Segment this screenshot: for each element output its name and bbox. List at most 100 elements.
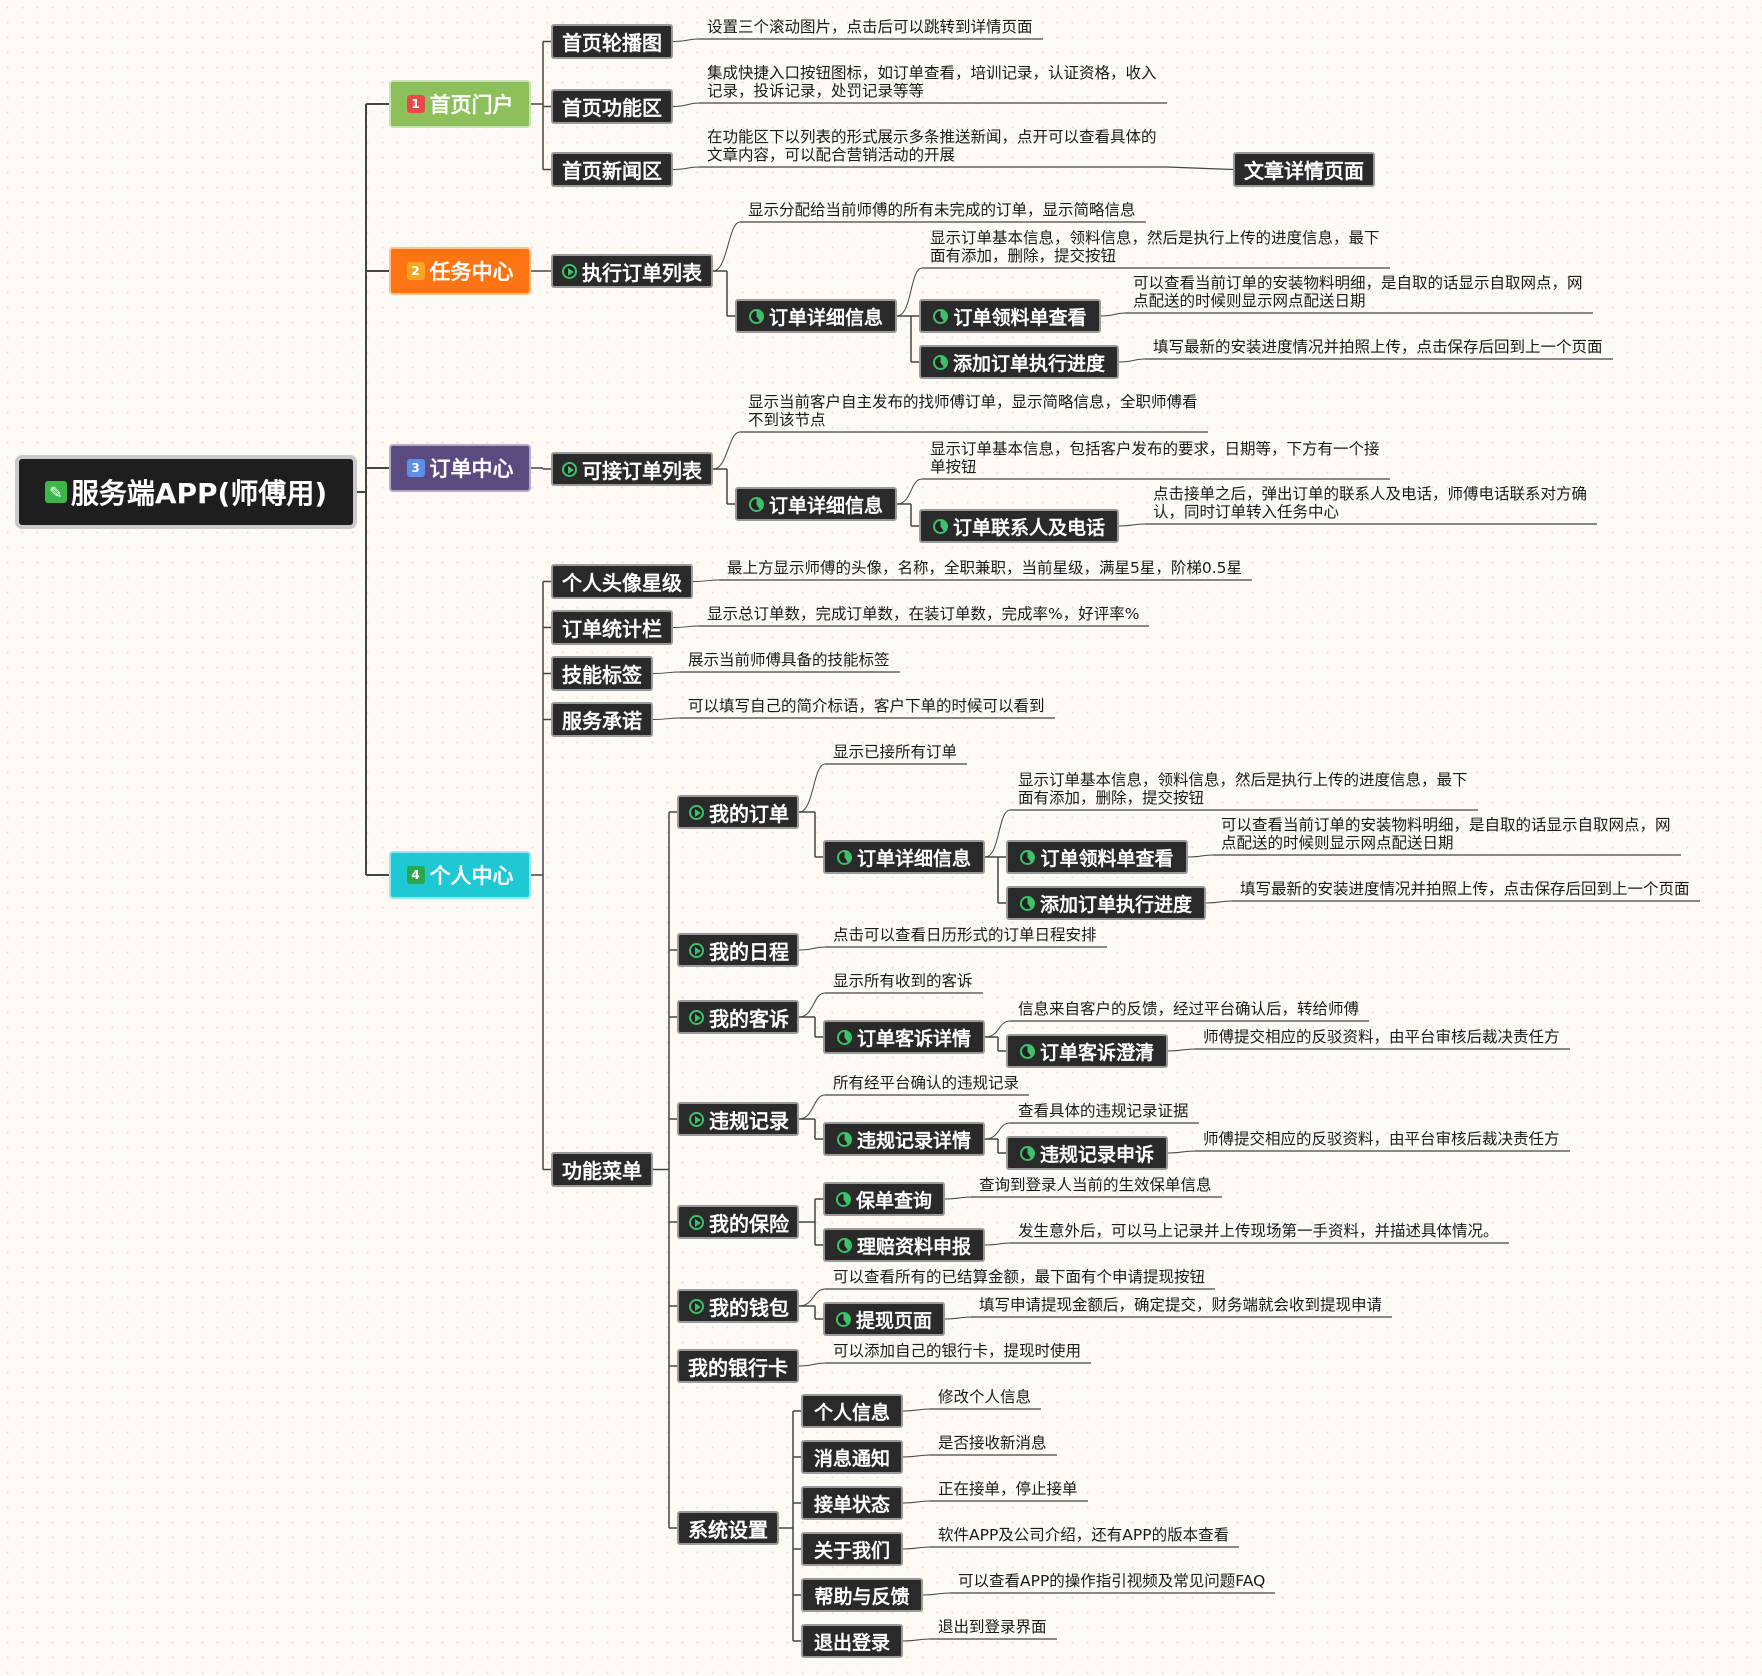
note-promise: 可以填写自己的简介标语，客户下单的时候可以看到	[688, 697, 1045, 715]
node-label: 订单领料单查看	[1040, 847, 1174, 870]
progress-pie-icon	[1019, 1043, 1035, 1059]
node-task-detail[interactable]: 订单详细信息	[735, 299, 897, 333]
note-news: 在功能区下以列表的形式展示多条推送新闻，点开可以查看具体的 文章内容，可以配合营…	[707, 128, 1157, 164]
node-complaints[interactable]: 我的客诉	[677, 1000, 799, 1034]
node-task-progress[interactable]: 添加订单执行进度	[919, 345, 1119, 379]
node-label: 订单客诉详情	[856, 1027, 971, 1050]
node-label: 添加订单执行进度	[952, 352, 1105, 375]
branch-label: 个人中心	[429, 864, 514, 888]
node-label: 添加订单执行进度	[1039, 893, 1192, 916]
node-label: 订单详细信息	[856, 847, 971, 870]
node-skills[interactable]: 技能标签	[551, 656, 653, 691]
node-function-menu[interactable]: 功能菜单	[551, 1152, 653, 1187]
node-label: 功能菜单	[562, 1159, 642, 1183]
node-mo-detail[interactable]: 订单详细信息	[823, 840, 985, 874]
node-claim[interactable]: 理赔资料申报	[823, 1228, 985, 1262]
node-carousel[interactable]: 首页轮播图	[551, 24, 673, 59]
node-complaint-clarify[interactable]: 订单客诉澄清	[1006, 1034, 1168, 1068]
play-icon	[689, 1111, 704, 1127]
node-avatar[interactable]: 个人头像星级	[551, 564, 693, 599]
node-functions[interactable]: 首页功能区	[551, 89, 673, 124]
node-s-help[interactable]: 帮助与反馈	[801, 1578, 923, 1612]
node-promise[interactable]: 服务承诺	[551, 702, 653, 737]
node-label: 帮助与反馈	[814, 1585, 910, 1608]
note-schedule: 点击可以查看日历形式的订单日程安排	[833, 926, 1097, 944]
note-s-help: 可以查看APP的操作指引视频及常见问题FAQ	[958, 1572, 1266, 1590]
node-label: 执行订单列表	[582, 260, 702, 285]
node-label: 订单详细信息	[768, 306, 883, 329]
node-wallet[interactable]: 我的钱包	[677, 1289, 799, 1323]
node-mo-progress[interactable]: 添加订单执行进度	[1006, 886, 1206, 920]
progress-pie-icon	[748, 496, 764, 512]
node-label: 订单详细信息	[768, 494, 883, 517]
node-violation-detail[interactable]: 违规记录详情	[823, 1122, 985, 1156]
node-label: 违规记录申诉	[1039, 1143, 1154, 1166]
priority-1-badge: 1	[406, 95, 425, 113]
node-label: 保单查询	[855, 1189, 932, 1212]
node-violation-appeal[interactable]: 违规记录申诉	[1006, 1136, 1168, 1170]
branch-homepage[interactable]: 1 首页门户	[389, 80, 531, 128]
node-news[interactable]: 首页新闻区	[551, 152, 673, 187]
node-my-orders[interactable]: 我的订单	[677, 795, 799, 829]
node-settings[interactable]: 系统设置	[677, 1511, 779, 1545]
node-order-contact[interactable]: 订单联系人及电话	[919, 509, 1119, 543]
note-mo-progress: 填写最新的安装进度情况并拍照上传，点击保存后回到上一个页面	[1240, 880, 1690, 898]
node-label: 首页新闻区	[562, 159, 662, 183]
node-task-list[interactable]: 执行订单列表	[551, 254, 713, 288]
node-s-notify[interactable]: 消息通知	[801, 1440, 903, 1474]
node-schedule[interactable]: 我的日程	[677, 933, 799, 967]
play-icon	[562, 263, 577, 279]
node-s-about[interactable]: 关于我们	[801, 1532, 903, 1566]
note-wallet: 可以查看所有的已结算金额，最下面有个申请提现按钮	[833, 1268, 1206, 1286]
progress-pie-icon	[836, 849, 852, 865]
node-label: 文章详情页面	[1244, 159, 1364, 183]
progress-pie-icon	[836, 1131, 852, 1147]
node-insurance[interactable]: 我的保险	[677, 1205, 799, 1239]
branch-order-center[interactable]: 3 订单中心	[389, 444, 531, 492]
node-complaint-detail[interactable]: 订单客诉详情	[823, 1020, 985, 1054]
note-complaints: 显示所有收到的客诉	[833, 972, 973, 990]
priority-4-badge: 4	[406, 866, 425, 884]
node-order-list[interactable]: 可接订单列表	[551, 452, 713, 486]
node-label: 订单统计栏	[562, 617, 662, 641]
branch-personal-center[interactable]: 4 个人中心	[389, 851, 531, 899]
node-s-profile[interactable]: 个人信息	[801, 1394, 903, 1428]
note-s-profile: 修改个人信息	[938, 1388, 1032, 1406]
node-stats[interactable]: 订单统计栏	[551, 610, 673, 645]
node-order-detail[interactable]: 订单详细信息	[735, 487, 897, 521]
play-icon	[562, 461, 577, 477]
node-s-status[interactable]: 接单状态	[801, 1486, 903, 1520]
node-mo-material[interactable]: 订单领料单查看	[1006, 840, 1188, 874]
note-bank-card: 可以添加自己的银行卡，提现时使用	[833, 1342, 1082, 1360]
node-label: 消息通知	[813, 1447, 890, 1470]
node-label: 违规记录	[709, 1108, 789, 1133]
node-label: 理赔资料申报	[856, 1235, 971, 1258]
note-policy-query: 查询到登录人当前的生效保单信息	[979, 1176, 1212, 1194]
node-label: 个人头像星级	[562, 571, 682, 595]
priority-3-badge: 3	[406, 459, 425, 477]
note-task-detail: 显示订单基本信息，领料信息，然后是执行上传的进度信息，最下 面有添加，删除，提交…	[930, 229, 1380, 265]
node-label: 提现页面	[855, 1309, 932, 1332]
note-violations: 所有经平台确认的违规记录	[833, 1074, 1020, 1092]
node-label: 我的客诉	[709, 1006, 789, 1031]
node-label: 技能标签	[562, 663, 642, 687]
priority-2-badge: 2	[406, 262, 425, 280]
node-label: 系统设置	[688, 1517, 768, 1542]
note-order-list: 显示当前客户自主发布的找师傅订单，显示简略信息，全职师傅看 不到该节点	[748, 393, 1198, 429]
node-article-detail[interactable]: 文章详情页面	[1233, 152, 1375, 187]
node-withdraw[interactable]: 提现页面	[823, 1302, 945, 1336]
note-complaint-clarify: 师傅提交相应的反驳资料，由平台审核后裁决责任方	[1203, 1028, 1560, 1046]
node-s-logout[interactable]: 退出登录	[801, 1624, 903, 1658]
note-withdraw: 填写申请提现金额后，确定提交，财务端就会收到提现申请	[979, 1296, 1383, 1314]
node-bank-card[interactable]: 我的银行卡	[677, 1349, 799, 1383]
node-task-material[interactable]: 订单领料单查看	[919, 299, 1101, 333]
node-violations[interactable]: 违规记录	[677, 1102, 799, 1136]
play-icon	[689, 942, 704, 958]
node-label: 接单状态	[813, 1493, 890, 1516]
branch-task-center[interactable]: 2 任务中心	[389, 247, 531, 295]
root-node[interactable]: ✎ 服务端APP(师傅用)	[15, 455, 357, 529]
node-policy-query[interactable]: 保单查询	[823, 1182, 945, 1216]
note-mo-material: 可以查看当前订单的安装物料明细，是自取的话显示自取网点，网 点配送的时候则显示网…	[1221, 816, 1671, 852]
